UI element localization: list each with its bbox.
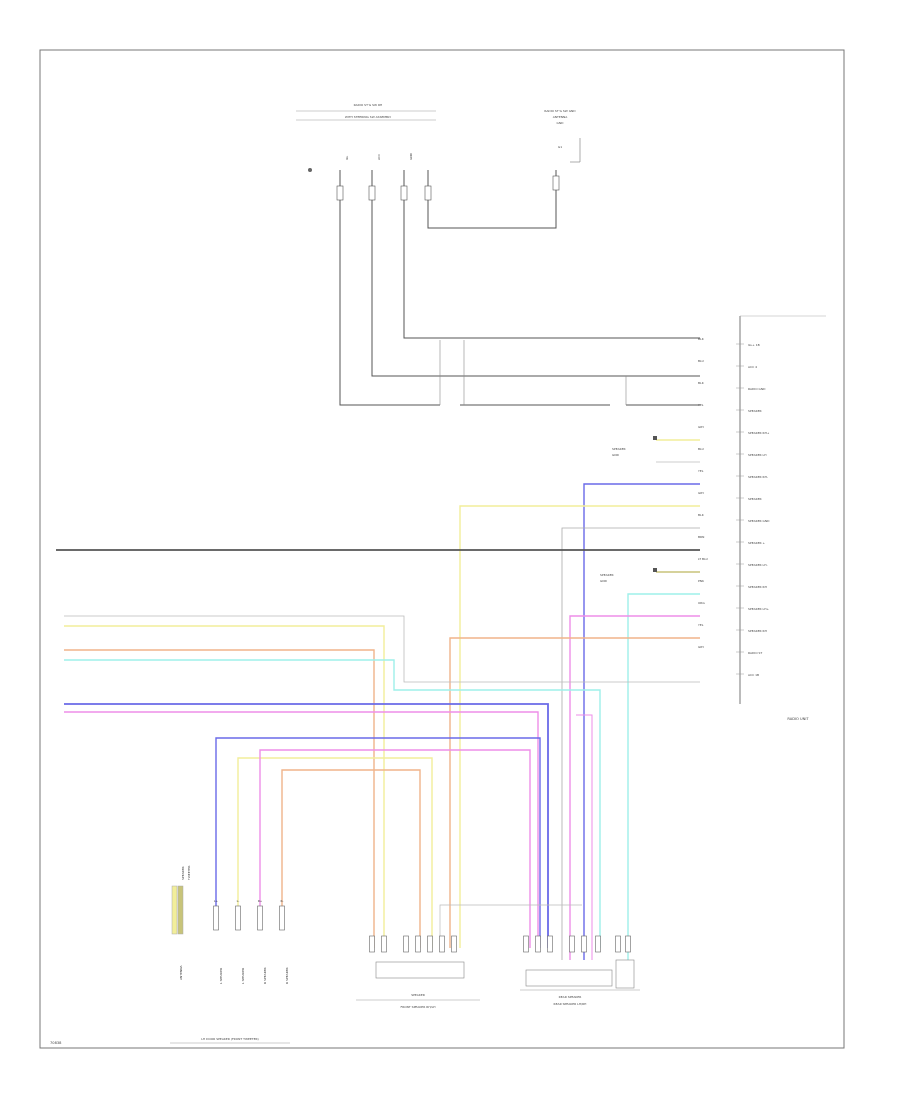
speaker-pin-label: R- <box>280 899 283 903</box>
wire-color-label: YEL <box>698 623 704 627</box>
svg-text:SPEAKER: SPEAKER <box>600 573 614 577</box>
diagram-frame <box>39 49 845 1049</box>
radio-pin-label: SPEAKER + <box>748 541 766 545</box>
connector-pin <box>547 935 553 953</box>
connector-pin <box>569 935 575 953</box>
radio-unit-label: RADIO UNIT <box>787 717 809 721</box>
wire-color-label: ORG <box>698 601 705 605</box>
svg-text:SPEAKER: SPEAKER <box>181 866 185 880</box>
wire-color-label: GRY <box>698 645 704 649</box>
radio-pin-labels: ILL+ 1B ACC 4 RADIO GND SPEAKER SPEAKER RH+ S… <box>736 343 770 677</box>
svg-text:GND: GND <box>600 579 608 583</box>
top-connector-title: RADIO ST’G SW RH <box>354 103 383 107</box>
connector-pin <box>615 935 621 953</box>
radio-pin-label: SPEAKER LH+ <box>748 607 769 611</box>
rear-speaker-label: REAR SPEAKER <box>559 995 582 999</box>
svg-text:G1: G1 <box>558 145 562 149</box>
svg-text:ANTENNA: ANTENNA <box>553 115 569 119</box>
radio-unit: RADIO UNIT ILL+ 1B ACC 4 RADIO GND SPEAKER S… <box>736 315 826 721</box>
svg-text:R SPEAKER: R SPEAKER <box>263 967 267 984</box>
left-connector: SPEAKER TWEETER ANTENNA L SPEAKER L SPEA… <box>170 866 290 1044</box>
wire-color-label: PNK <box>698 579 705 583</box>
svg-text:GND: GND <box>409 152 413 160</box>
radio-pin-label: SPEAKER LH- <box>748 563 768 567</box>
footer-id: 70838 <box>50 1041 62 1045</box>
connector-pin <box>381 935 387 953</box>
speaker-wires <box>56 439 700 960</box>
radio-pin-label: SPEAKER RH- <box>748 475 768 479</box>
front-speaker-pin <box>235 905 241 931</box>
radio-pin-label: SPEAKER <box>748 409 762 413</box>
svg-text:SPEAKER: SPEAKER <box>612 447 626 451</box>
terminal-marker <box>308 168 312 172</box>
left-connector-title: LH DOOR SPEAKER (FRONT TWEETER) <box>201 1037 258 1041</box>
front-speaker-pin <box>257 905 263 931</box>
radio-pin-label: ILL+ 1B <box>748 343 760 347</box>
radio-pin-label: ACC 1B <box>748 673 759 677</box>
front-speaker-pin <box>213 905 219 931</box>
top-wires <box>339 170 700 406</box>
connector-pin <box>369 935 375 953</box>
connector-pin <box>439 935 445 953</box>
svg-text:ACC: ACC <box>377 154 381 160</box>
rear-connector-title: REAR SPEAKER LH/RH <box>554 1002 587 1006</box>
radio-pin-label: SPEAKER GND <box>748 519 770 523</box>
connector-pin <box>523 935 529 953</box>
connector-pin <box>415 935 421 953</box>
radio-ground-label: RADIO ST’G SW GND <box>544 109 576 113</box>
top-connector: RADIO ST’G SW RH WITH STEERING SW ASSEMB… <box>296 103 436 172</box>
radio-pin-label: ACC 4 <box>748 365 757 369</box>
top-connector-pins <box>336 175 560 201</box>
wire-color-label: BLK <box>698 513 705 517</box>
wire-color-label: BRN <box>698 535 704 539</box>
bottom-connector-pins: L+ L- R+ R- <box>213 899 631 953</box>
wire-color-label: BLK <box>698 337 705 341</box>
front-speaker-block: FRONT SPEAKER RH/LH SPEAKER <box>356 961 480 1009</box>
connector-pin <box>535 935 541 953</box>
connector-pin <box>581 935 587 953</box>
connector-pin <box>403 935 409 953</box>
wire-color-label: GRY <box>698 425 704 429</box>
radio-pin-label: RADIO GND <box>748 387 766 391</box>
svg-text:SPEAKER: SPEAKER <box>411 993 425 997</box>
front-speaker-pin <box>279 905 285 931</box>
side-notes: SPEAKER GND SPEAKER GND <box>600 436 657 583</box>
speaker-pin-label: R+ <box>258 899 263 903</box>
connector-pin <box>427 935 433 953</box>
radio-pin-label: SPEAKER RH+ <box>748 431 770 435</box>
svg-text:ANTENNA: ANTENNA <box>179 964 183 980</box>
svg-text:L SPEAKER: L SPEAKER <box>241 968 245 984</box>
radio-pin-label: SPEAKER RH <box>748 629 767 633</box>
wire-color-label: YEL <box>698 403 704 407</box>
speaker-pin-label: L- <box>237 899 240 903</box>
connector-pin <box>451 935 457 953</box>
wire-color-label: BLK <box>698 381 705 385</box>
wire-color-label: BLU <box>698 359 704 363</box>
front-speaker-label: FRONT SPEAKER RH/LH <box>400 1005 435 1009</box>
wire-color-label: BLU <box>698 447 704 451</box>
connector-pin <box>595 935 601 953</box>
svg-text:GND: GND <box>557 121 565 125</box>
radio-ground-block: RADIO ST’G SW GND ANTENNA GND G1 <box>544 109 581 163</box>
radio-pin-label: SPEAKER LH <box>748 453 767 457</box>
rear-speaker-block: REAR SPEAKER REAR SPEAKER LH/RH <box>520 959 640 1006</box>
wire-color-label: LT BLU <box>698 557 708 561</box>
svg-text:R SPEAKER: R SPEAKER <box>285 967 289 984</box>
svg-text:ILL: ILL <box>345 155 349 160</box>
wire-color-label: GRY <box>698 491 704 495</box>
svg-text:L SPEAKER: L SPEAKER <box>219 968 223 984</box>
radio-pin-label: SPEAKER RH <box>748 585 767 589</box>
svg-text:GND: GND <box>612 453 620 457</box>
radio-pin-label: RADIO ST <box>748 651 762 655</box>
connector-pin <box>625 935 631 953</box>
top-connector-subtitle: WITH STEERING SW ASSEMBLY <box>345 115 391 119</box>
radio-pin-label: SPEAKER <box>748 497 762 501</box>
wire-color-label: YEL <box>698 469 704 473</box>
wire-labels: BLK BLU BLK YEL GRY BLU YEL GRY BLK BRN LT BLU PNK O… <box>698 337 708 649</box>
svg-text:TWEETER: TWEETER <box>187 866 191 881</box>
speaker-pin-label: L+ <box>214 899 219 903</box>
